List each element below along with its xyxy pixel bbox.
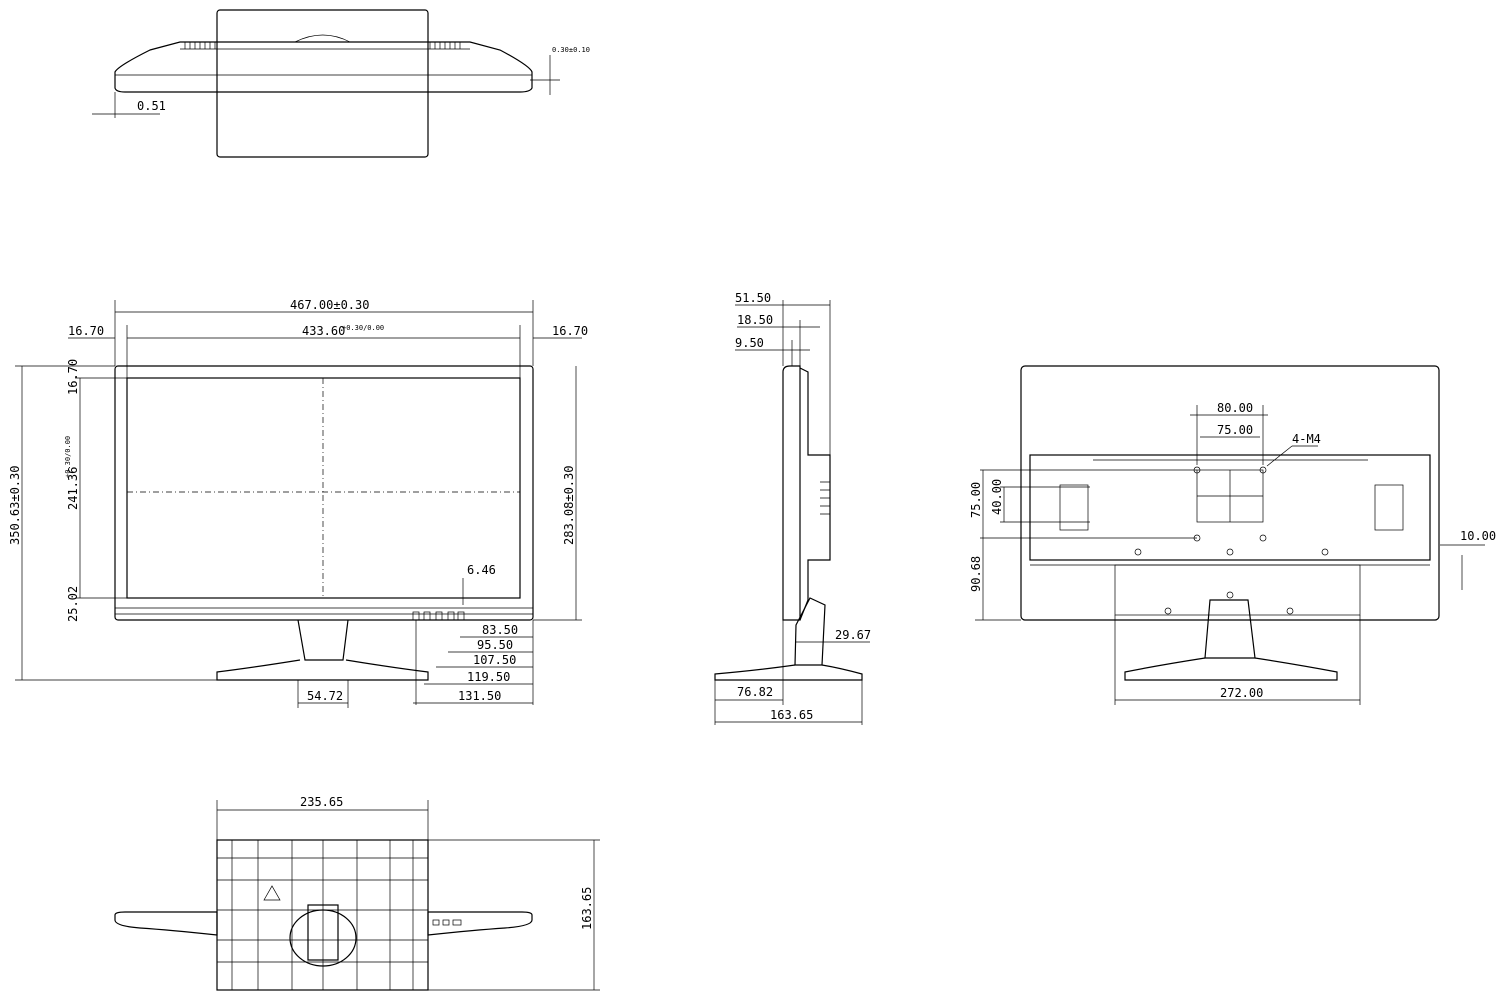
dim-top-tolerance: 0.30±0.10 (552, 46, 590, 54)
dim-neck-depth: 29.67 (835, 628, 871, 642)
dim-top-offset: 0.51 (137, 99, 166, 113)
dim-bottom-width: 235.65 (300, 795, 343, 809)
dim-btn-4: 119.50 (467, 670, 510, 684)
dim-width-screen-tol: +0.30/0.00 (342, 324, 384, 332)
dim-depth-total: 51.50 (735, 291, 771, 305)
dim-neck-width: 54.72 (307, 689, 343, 703)
front-view: 467.00±0.30 433.60 +0.30/0.00 16.70 16.7… (8, 298, 588, 708)
dim-bezel-top: 16.70 (66, 359, 80, 395)
dim-width-screen: 433.60 (302, 324, 345, 338)
dim-btn-2: 95.50 (477, 638, 513, 652)
dim-btn-1: 83.50 (482, 623, 518, 637)
dim-height-total: 350.63±0.30 (8, 466, 22, 545)
dim-bezel-bottom: 25.02 (66, 586, 80, 622)
dim-base-front: 76.82 (737, 685, 773, 699)
dim-width-total: 467.00±0.30 (290, 298, 369, 312)
dim-bezel-left: 16.70 (68, 324, 104, 338)
dim-btn-5: 131.50 (458, 689, 501, 703)
top-view: 0.51 0.30±0.10 (92, 9, 590, 158)
label-screw-spec: 4-M4 (1292, 432, 1321, 446)
dim-height-screen-tol: +0.30/0.00 (64, 436, 72, 478)
dim-vesa-vertical-inner: 40.00 (990, 479, 1004, 515)
side-view: 51.50 18.50 9.50 29.67 76.82 163.65 (714, 291, 871, 725)
dim-depth-mid: 18.50 (737, 313, 773, 327)
dim-depth-panel: 9.50 (735, 336, 764, 350)
back-view: 80.00 75.00 4-M4 75.00 40.00 90.68 10.00… (969, 365, 1496, 705)
dim-bezel-right: 16.70 (552, 324, 588, 338)
front-buttons (412, 611, 465, 621)
dim-base-depth: 163.65 (770, 708, 813, 722)
dim-vesa-inner: 75.00 (1217, 423, 1253, 437)
dim-height-screen: 241.36 (66, 467, 80, 510)
dim-edge-offset: 10.00 (1460, 529, 1496, 543)
dim-vesa-outer: 80.00 (1217, 401, 1253, 415)
dim-btn-3: 107.50 (473, 653, 516, 667)
dim-panel-height: 283.08±0.30 (562, 466, 576, 545)
dim-bottom-depth: 163.65 (580, 887, 594, 930)
dim-base-width-back: 272.00 (1220, 686, 1263, 700)
dim-vesa-height: 90.68 (969, 556, 983, 592)
dim-vesa-vertical: 75.00 (969, 482, 983, 518)
bottom-view: 235.65 163.65 (114, 795, 600, 991)
dim-button-offset: 6.46 (467, 563, 496, 577)
